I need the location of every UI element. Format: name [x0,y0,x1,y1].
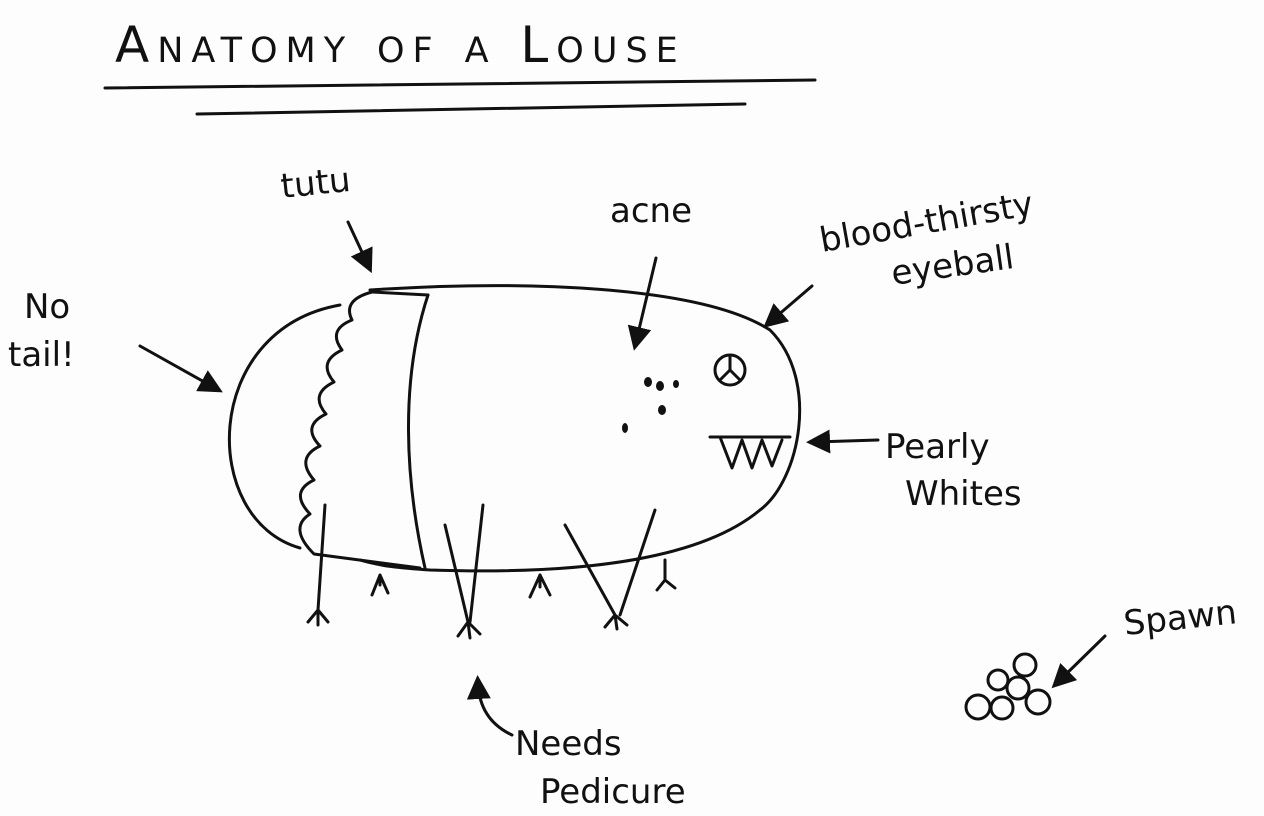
label-pedicure-2: Pedicure [540,772,686,812]
tutu-icon [298,290,422,570]
label-tail-1: No [24,287,70,327]
legs [306,503,677,640]
label-acne: acne [610,191,692,231]
arrows [138,220,1107,737]
teeth-icon [708,435,792,470]
arrow-eyeball [763,284,814,328]
label-tutu: tutu [279,160,353,207]
arrow-spawn [1051,634,1107,689]
arrow-tail [138,344,223,393]
tutu-top [370,290,430,297]
label-spawn: Spawn [1122,592,1239,644]
louse-body [227,284,802,640]
tutu-band-edge [407,293,430,570]
label-teeth-1: Pearly [885,427,990,467]
eye-veins [718,355,742,382]
arrow-acne [627,256,658,351]
title-underline-2 [195,102,747,116]
spawn-eggs [964,652,1052,721]
title: Anatomy of a Louse [115,16,686,74]
arrow-tutu [346,220,373,274]
label-teeth-2: Whites [905,474,1022,514]
louse-rear [227,303,342,550]
label-pedicure-1: Needs [515,724,622,764]
label-tail-2: tail! [8,335,75,375]
eyeball-icon [713,353,747,387]
arrow-pedicure [466,675,514,737]
arrow-teeth [806,429,880,454]
louse-torso [358,284,802,573]
title-underline-1 [103,78,817,90]
acne-dots [622,377,679,433]
